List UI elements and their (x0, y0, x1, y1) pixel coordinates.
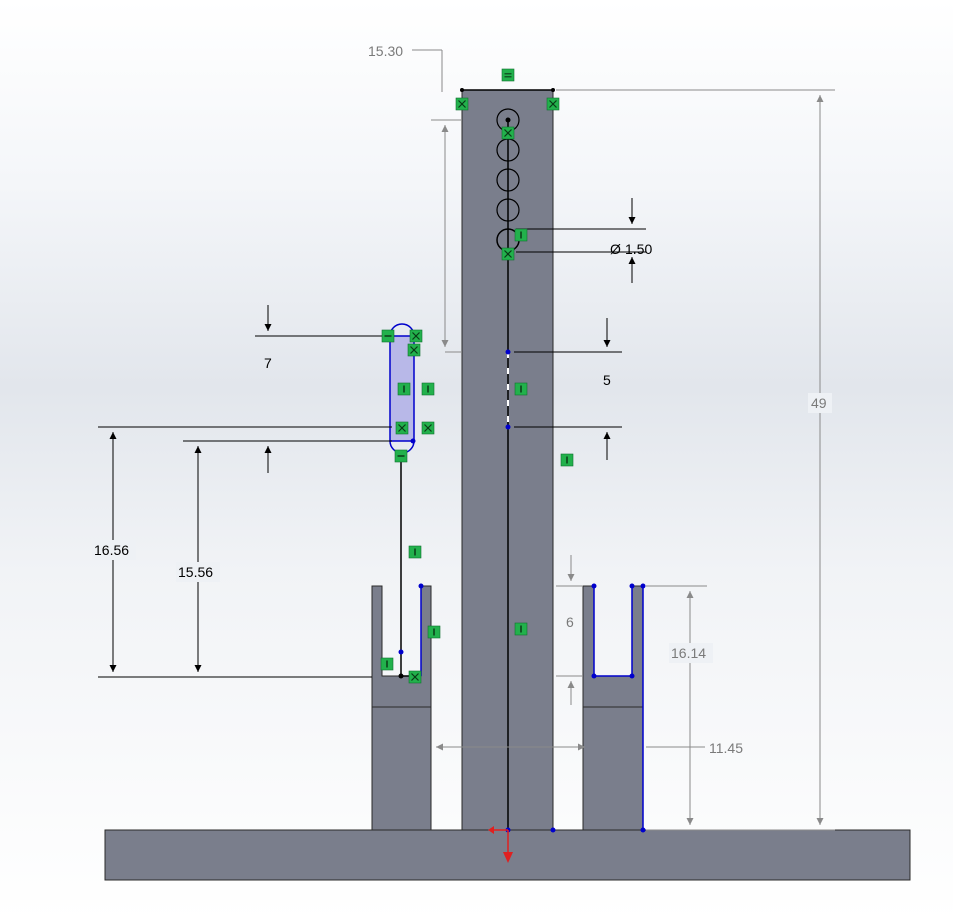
horizontal-relation-icon[interactable] (501, 68, 515, 82)
dimension-slot-spacing[interactable]: 5 (514, 318, 622, 460)
coincident-relation-icon[interactable] (501, 247, 515, 261)
sketch-point[interactable] (551, 88, 555, 92)
vertical-relation-icon[interactable] (514, 228, 528, 242)
sketch-point[interactable] (398, 673, 404, 679)
coincident-relation-icon[interactable] (409, 329, 423, 343)
sketch-point[interactable] (460, 88, 464, 92)
sketch-point[interactable] (505, 424, 511, 430)
sketch-point[interactable] (418, 583, 424, 589)
sketch-point[interactable] (629, 673, 635, 679)
sketch-point[interactable] (550, 827, 556, 833)
vertical-relation-icon[interactable] (380, 657, 394, 671)
dimension-label-bg (669, 643, 713, 663)
sketch-point[interactable] (640, 827, 646, 833)
dimension-hole-diameter[interactable]: Ø 1.50 (516, 198, 652, 283)
dimension-label-bg (92, 540, 136, 560)
dimension-label[interactable]: 16.56 (94, 542, 129, 558)
right-u-sketch[interactable] (593, 586, 633, 677)
coincident-relation-icon[interactable] (421, 421, 435, 435)
dimension-label-bg (808, 393, 832, 413)
sketch-point[interactable] (591, 673, 597, 679)
dimensions[interactable]: 15.30 Ø 1.50 7 5 (92, 43, 835, 831)
vertical-relation-icon[interactable] (514, 622, 528, 636)
dimension-right-post-height[interactable]: 16.14 (646, 585, 713, 825)
sketch-point[interactable] (629, 583, 635, 589)
horizontal-relation-icon[interactable] (394, 449, 408, 463)
dimension-right-post-offset[interactable]: 11.45 (436, 740, 743, 756)
dimension-label[interactable]: 49 (811, 395, 827, 411)
coincident-relation-icon[interactable] (395, 421, 409, 435)
coincident-relation-icon[interactable] (501, 126, 515, 140)
diameter-symbol: Ø (610, 241, 621, 257)
hole-circle-3[interactable] (496, 168, 520, 192)
dimension-label[interactable]: 1.50 (625, 241, 652, 257)
coincident-relation-icon[interactable] (455, 97, 469, 111)
vertical-relation-icon[interactable] (408, 545, 422, 559)
hole-circle-4[interactable] (496, 198, 520, 222)
dimension-label[interactable]: 6 (566, 614, 574, 630)
vertical-relation-icon[interactable] (421, 382, 435, 396)
coincident-relation-icon[interactable] (407, 343, 421, 357)
dimension-slot-center-height[interactable]: 15.56 (176, 440, 390, 672)
dimension-slot-length[interactable]: 7 (255, 305, 392, 473)
dimension-label[interactable]: 11.45 (709, 740, 743, 756)
sketch-point[interactable] (398, 649, 404, 655)
dimension-label-bg (176, 562, 220, 582)
vertical-relation-icon[interactable] (427, 625, 441, 639)
coincident-relation-icon[interactable] (408, 670, 422, 684)
sketch-point[interactable] (505, 117, 511, 123)
dimension-slot-bottom-height[interactable]: 16.56 (92, 426, 392, 678)
dimension-groove-depth[interactable]: 6 (556, 555, 583, 705)
horizontal-relation-icon[interactable] (381, 329, 395, 343)
origin-icon[interactable] (488, 826, 513, 863)
right-u-bracket[interactable] (582, 585, 644, 831)
dimension-top-offset[interactable]: 15.30 (368, 43, 462, 353)
dimension-label[interactable]: 16.14 (671, 645, 706, 661)
vertical-relation-icon[interactable] (560, 453, 574, 467)
dimension-label[interactable]: 15.56 (178, 564, 213, 580)
coincident-relation-icon[interactable] (546, 97, 560, 111)
vertical-relation-icon[interactable] (514, 382, 528, 396)
sketch-point[interactable] (505, 349, 511, 355)
sketch-point[interactable] (591, 583, 597, 589)
sketch-point[interactable] (410, 438, 416, 444)
dimension-label[interactable]: 7 (264, 355, 272, 371)
dimension-label[interactable]: 15.30 (368, 43, 403, 59)
dimension-label[interactable]: 5 (603, 372, 611, 388)
sketch-point[interactable] (640, 583, 646, 589)
dimension-overall-height[interactable]: 49 (556, 89, 835, 831)
vertical-relation-icon[interactable] (397, 382, 411, 396)
sketch-relations[interactable] (380, 68, 574, 684)
